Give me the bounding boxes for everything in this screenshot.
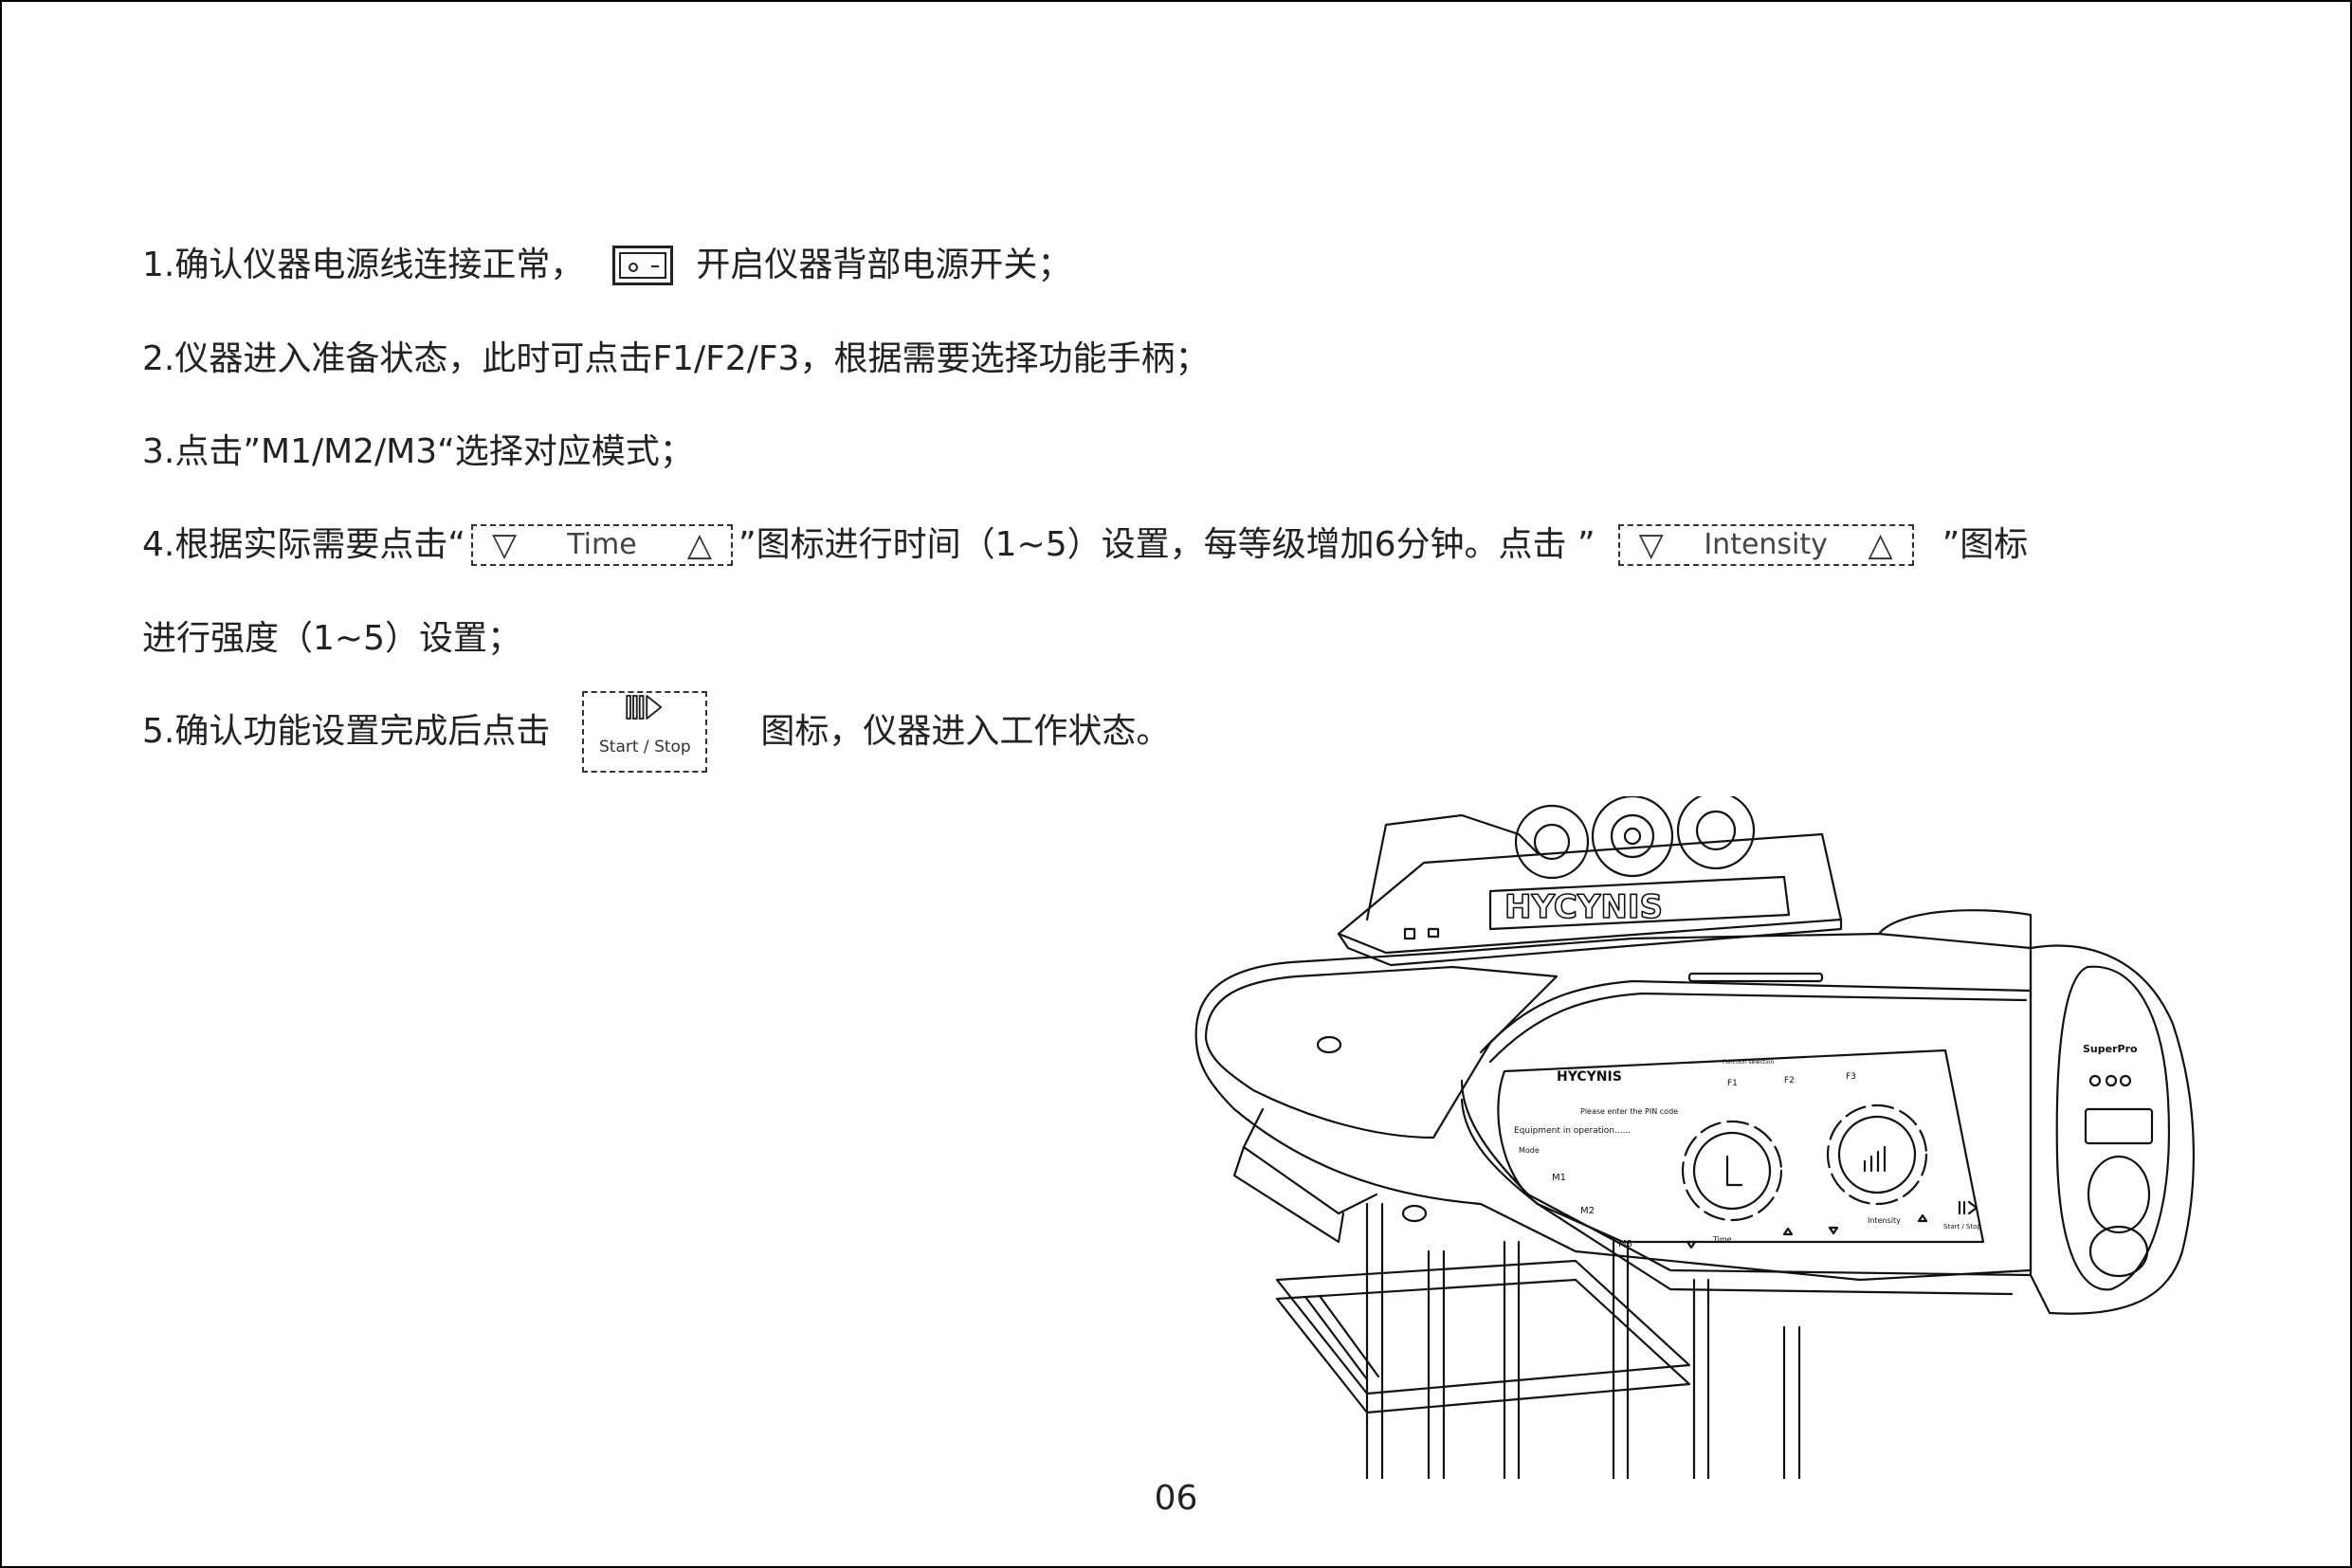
intensity-label: Intensity xyxy=(1704,528,1828,561)
device-handle-tray: HYCYNIS xyxy=(1337,796,1843,967)
screen-time-label: Time xyxy=(1712,1235,1732,1244)
triangle-up-icon: △ xyxy=(686,526,712,564)
triangle-down-icon: ▽ xyxy=(1638,526,1664,564)
screen-function-f1: F1 xyxy=(1727,1079,1738,1088)
step-3: 3.点击”M1/M2/M3“选择对应模式； xyxy=(142,428,694,476)
start-stop-label: Start / Stop xyxy=(599,738,691,757)
step-4-text-a: 4.根据实际需要点击“ xyxy=(142,525,465,564)
device-screen: HYCYNIS Please enter the PIN code Equipm… xyxy=(1497,1048,1985,1249)
screen-start-stop-label: Start / Stop xyxy=(1943,1223,1981,1231)
screen-intensity-label: Intensity xyxy=(1868,1216,1901,1225)
power-switch-icon xyxy=(612,246,674,285)
device-top-edge xyxy=(1877,909,2033,950)
step-1-text-b: 开启仪器背部电源开关； xyxy=(696,246,1072,284)
step-4-continued: 进行强度（1~5）设置； xyxy=(142,615,521,663)
start-stop-icon: Start / Stop xyxy=(582,691,708,773)
side-model-label: SuperPro xyxy=(2083,1043,2138,1055)
page-number: 06 xyxy=(1154,1479,1198,1518)
screen-pin-prompt: Please enter the PIN code xyxy=(1580,1107,1678,1116)
tray-brand: HYCYNIS xyxy=(1504,888,1663,926)
step-1-text-a: 1.确认仪器电源线连接正常， xyxy=(142,246,585,284)
step-2: 2.仪器进入准备状态，此时可点击F1/F2/F3，根据需要选择功能手柄； xyxy=(142,336,1209,383)
screen-mode-m2: M2 xyxy=(1580,1206,1595,1216)
device-stand xyxy=(1275,1202,1801,1479)
screen-function-f2: F2 xyxy=(1784,1076,1795,1085)
triangle-up-icon: △ xyxy=(1868,526,1893,564)
screen-mode-label: Mode xyxy=(1519,1146,1540,1155)
step-3-text: 3.点击”M1/M2/M3“选择对应模式； xyxy=(142,432,694,471)
step-5-text-a: 5.确认功能设置完成后点击 xyxy=(142,712,551,751)
step-4-text-c: ”图标 xyxy=(1942,525,2029,564)
screen-brand: HYCYNIS xyxy=(1557,1069,1622,1085)
play-pause-icon xyxy=(626,695,663,720)
step-1: 1.确认仪器电源线连接正常， 开启仪器背部电源开关； xyxy=(142,242,1071,289)
intensity-control-icon: ▽ Intensity △ xyxy=(1617,524,1914,566)
time-control-icon: ▽ Time △ xyxy=(471,524,733,566)
device-body xyxy=(1194,932,2033,1296)
step-4-text-b: ”图标进行时间（1~5）设置，每等级增加6分钟。点击 ” xyxy=(738,525,1595,564)
screen-function-label: Function selection xyxy=(1723,1059,1775,1066)
step-4: 4.根据实际需要点击“ ▽ Time △ ”图标进行时间（1~5）设置，每等级增… xyxy=(142,521,2028,569)
step-4-text-d: 进行强度（1~5）设置； xyxy=(142,619,521,658)
screen-function-f3: F3 xyxy=(1846,1072,1856,1082)
device-illustration: HYCYNIS Please enter the PIN code Equipm… xyxy=(1194,796,2195,1479)
screen-status: Equipment in operation...... xyxy=(1514,1126,1631,1136)
step-2-text: 2.仪器进入准备状态，此时可点击F1/F2/F3，根据需要选择功能手柄； xyxy=(142,339,1210,378)
triangle-down-icon: ▽ xyxy=(492,526,518,564)
screen-mode-m1: M1 xyxy=(1552,1173,1566,1183)
device-side-panel: SuperPro xyxy=(2029,944,2195,1315)
step-5-text-b: 图标，仪器进入工作状态。 xyxy=(760,712,1171,751)
device-vent xyxy=(1687,972,1824,983)
screen-mode-m3: M3 xyxy=(1618,1239,1632,1249)
step-5: 5.确认功能设置完成后点击 Start / Stop 图标，仪器进入工作状态。 xyxy=(142,689,1170,775)
time-label: Time xyxy=(567,528,637,561)
